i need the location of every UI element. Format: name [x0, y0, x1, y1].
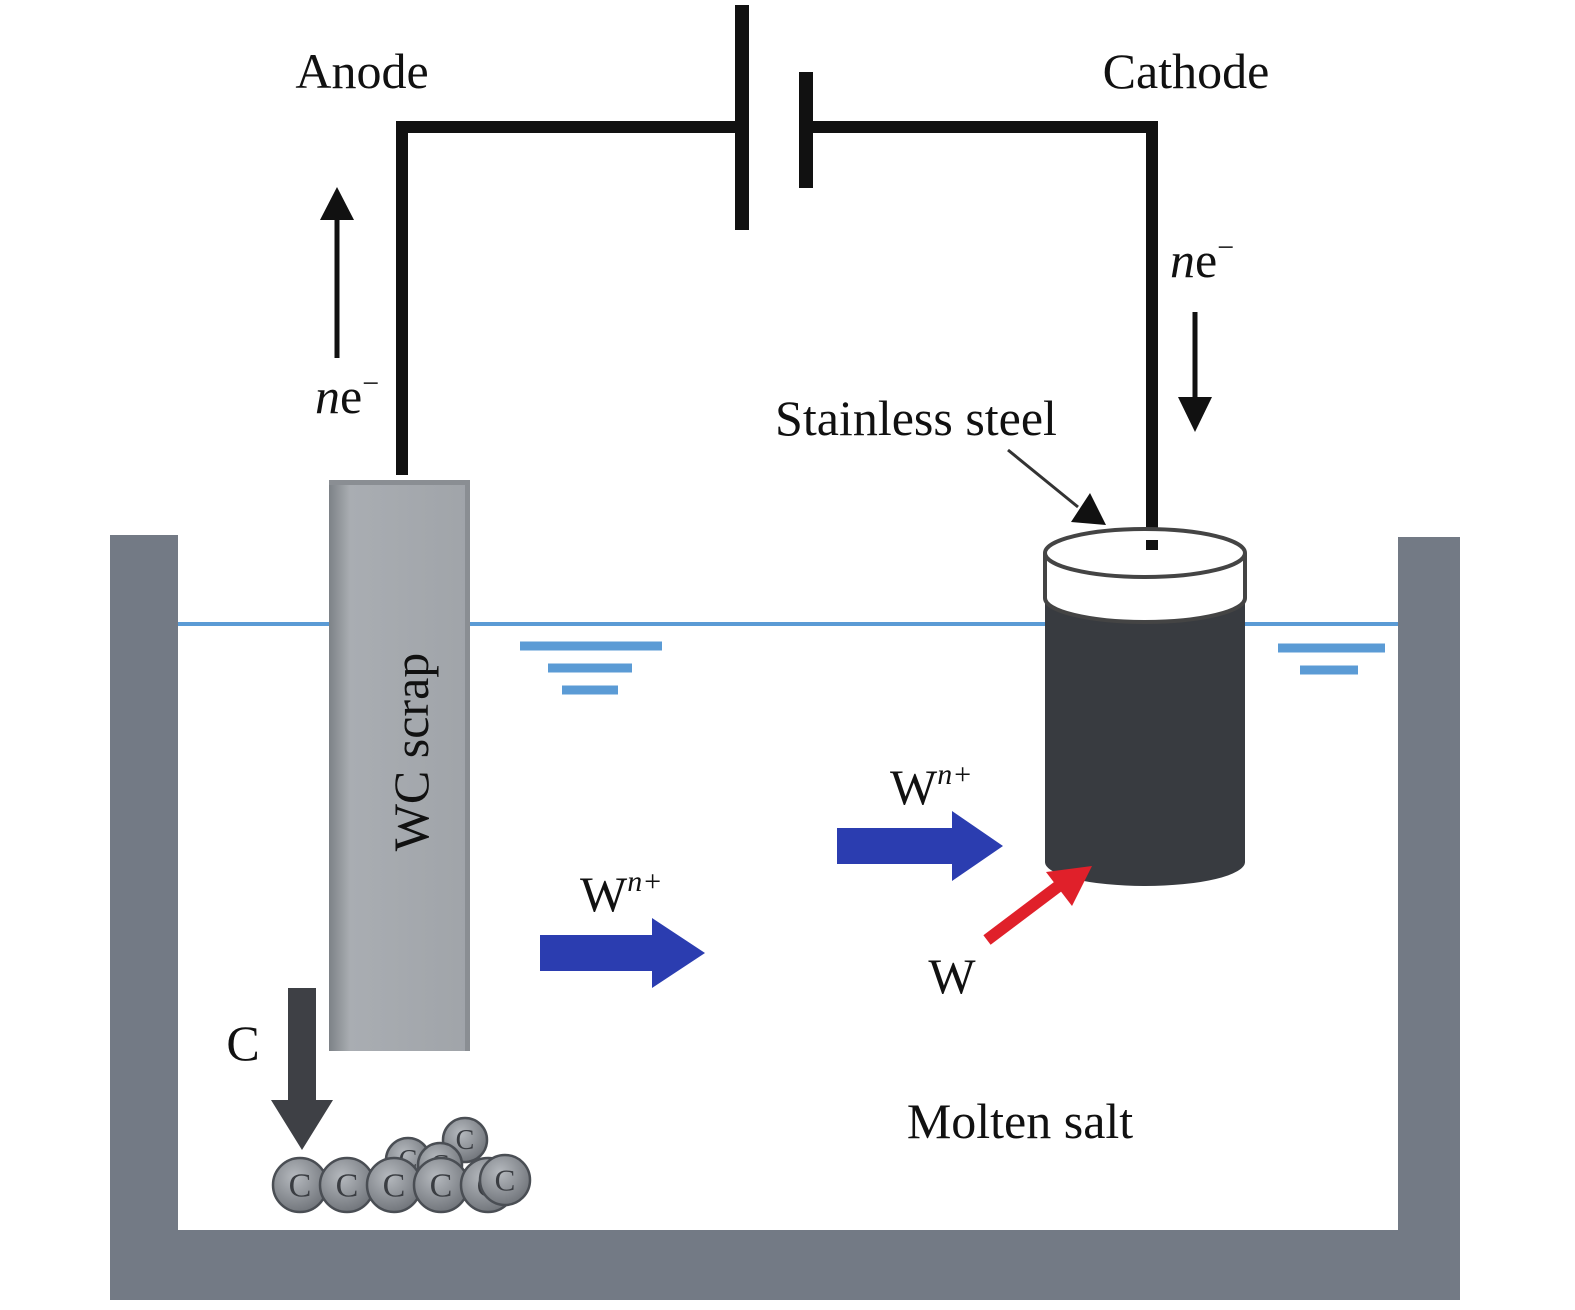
ion-flow-arrow-1	[540, 918, 705, 988]
crucible-left-wall	[110, 535, 178, 1300]
dc-power-source-icon	[735, 5, 813, 230]
anode-electron-label: ne−	[315, 367, 379, 424]
crucible-right-wall	[1398, 537, 1460, 1300]
carbon-particle-label: C	[456, 1125, 475, 1156]
tungsten-label: W	[928, 948, 976, 1004]
carbon-particle-label: C	[383, 1167, 406, 1204]
carbon-particle: C	[441, 1116, 489, 1164]
liquid-level-symbol-right	[1278, 643, 1385, 675]
anode-label: Anode	[295, 43, 428, 99]
cathode-wire	[806, 121, 1158, 550]
cathode-electron-label: ne−	[1170, 231, 1234, 288]
carbon-label: C	[226, 1015, 259, 1071]
cathode-body	[1045, 598, 1245, 886]
crucible	[110, 535, 1460, 1300]
carbon-particle-label: C	[430, 1167, 453, 1204]
cathode-electron-arrow-down-icon	[1178, 312, 1212, 432]
carbon-particle-label: C	[289, 1167, 312, 1204]
carbon-particle: C	[271, 1156, 329, 1214]
carbon-particle: C	[412, 1156, 470, 1214]
ion-flow-arrow-2	[837, 811, 1003, 881]
anode-wire	[396, 121, 742, 475]
carbon-particle-label: C	[495, 1163, 516, 1198]
stainless-steel-cathode	[1043, 527, 1247, 886]
ion-label-2: Wn+	[890, 758, 972, 815]
liquid-level-symbol-left	[520, 641, 662, 695]
molten-salt-label: Molten salt	[907, 1093, 1133, 1149]
cathode-top-rim	[1043, 527, 1247, 579]
carbon-particle-label: C	[336, 1167, 359, 1204]
ion-label-1: Wn+	[580, 865, 662, 922]
cathode-label: Cathode	[1103, 43, 1270, 99]
circuit-wires	[396, 121, 1158, 550]
crucible-bottom	[110, 1230, 1460, 1300]
carbon-fall-arrow-down-icon	[271, 988, 333, 1150]
tungsten-deposit-arrow	[983, 866, 1092, 945]
wc-scrap-anode: WC scrap	[329, 480, 470, 1051]
wc-scrap-label: WC scrap	[383, 653, 439, 852]
carbon-particle: C	[478, 1153, 532, 1207]
carbon-particle-pile: CCCCCCCCC	[271, 1116, 532, 1214]
stainless-steel-label: Stainless steel	[775, 390, 1057, 446]
anode-electron-arrow-up-icon	[320, 187, 354, 358]
stainless-steel-pointer-arrow	[1007, 448, 1106, 525]
